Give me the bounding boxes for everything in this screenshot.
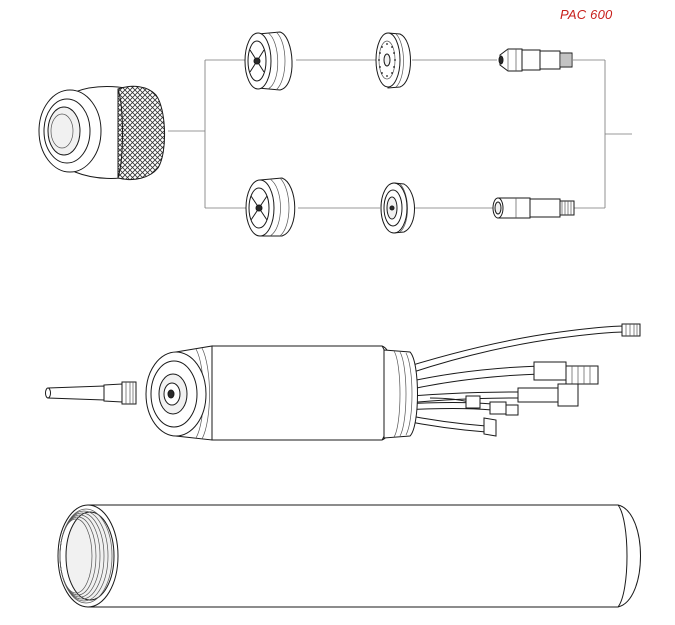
model-label: PAC 600 (560, 7, 613, 22)
shield-bottom (380, 182, 415, 234)
shield-top (375, 32, 411, 89)
swirl-ring-bottom (245, 177, 296, 237)
torch-body (45, 323, 641, 441)
electrode-bottom (492, 197, 575, 219)
outer-sleeve (57, 504, 641, 608)
connector-lines (168, 59, 632, 209)
electrode-top (498, 48, 573, 72)
retaining-cap (38, 85, 166, 181)
swirl-ring-top (244, 31, 293, 91)
